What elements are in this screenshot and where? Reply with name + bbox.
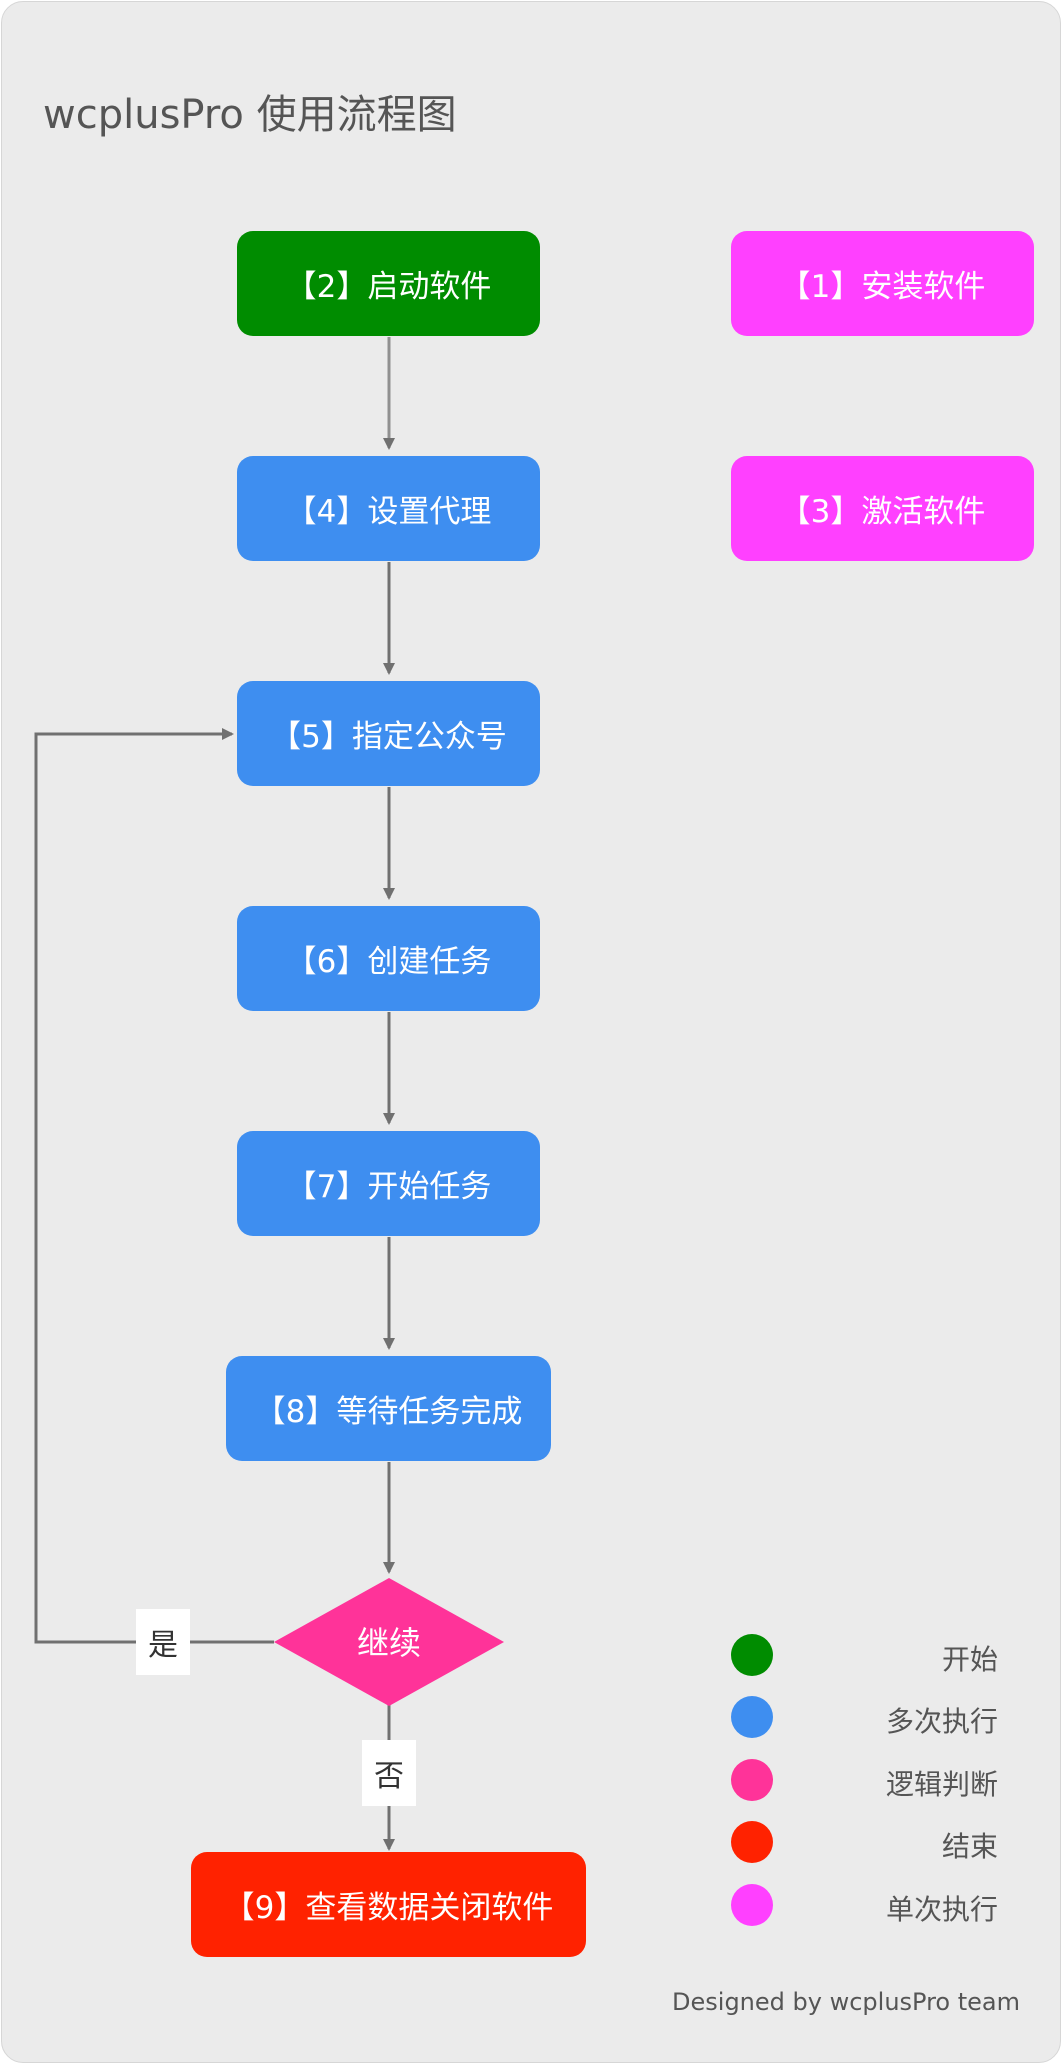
node-start-task: 【7】开始任务 (237, 1131, 540, 1236)
node-specify-account: 【5】指定公众号 (237, 681, 540, 786)
node-wait-task: 【8】等待任务完成 (226, 1356, 551, 1461)
node-start-software: 【2】启动软件 (237, 231, 540, 336)
legend-dot-start (731, 1634, 773, 1676)
node-create-task: 【6】创建任务 (237, 906, 540, 1011)
node-view-data-close: 【9】查看数据关闭软件 (191, 1852, 586, 1957)
legend-label-decision: 逻辑判断 (885, 1768, 998, 1801)
decision-label: 继续 (356, 1624, 421, 1662)
edge-label-no: 否 (362, 1740, 416, 1806)
node-activate-software: 【3】激活软件 (731, 456, 1034, 561)
legend-dot-multi (731, 1696, 773, 1738)
edge-label-yes: 是 (136, 1609, 190, 1675)
legend-label-start: 开始 (941, 1643, 998, 1676)
legend-label-single: 单次执行 (885, 1893, 998, 1926)
credit-text: Designed by wcplusPro team (672, 1988, 1020, 2016)
decision-diamond (274, 1578, 504, 1706)
node-install-software: 【1】安装软件 (731, 231, 1034, 336)
legend-dot-decision (731, 1759, 773, 1801)
legend-label-end: 结束 (941, 1830, 998, 1863)
legend-dot-single (731, 1884, 773, 1926)
node-set-proxy: 【4】设置代理 (237, 456, 540, 561)
legend-dot-end (731, 1821, 773, 1863)
legend-label-multi: 多次执行 (885, 1705, 998, 1738)
diagram-title: wcplusPro 使用流程图 (43, 92, 457, 138)
